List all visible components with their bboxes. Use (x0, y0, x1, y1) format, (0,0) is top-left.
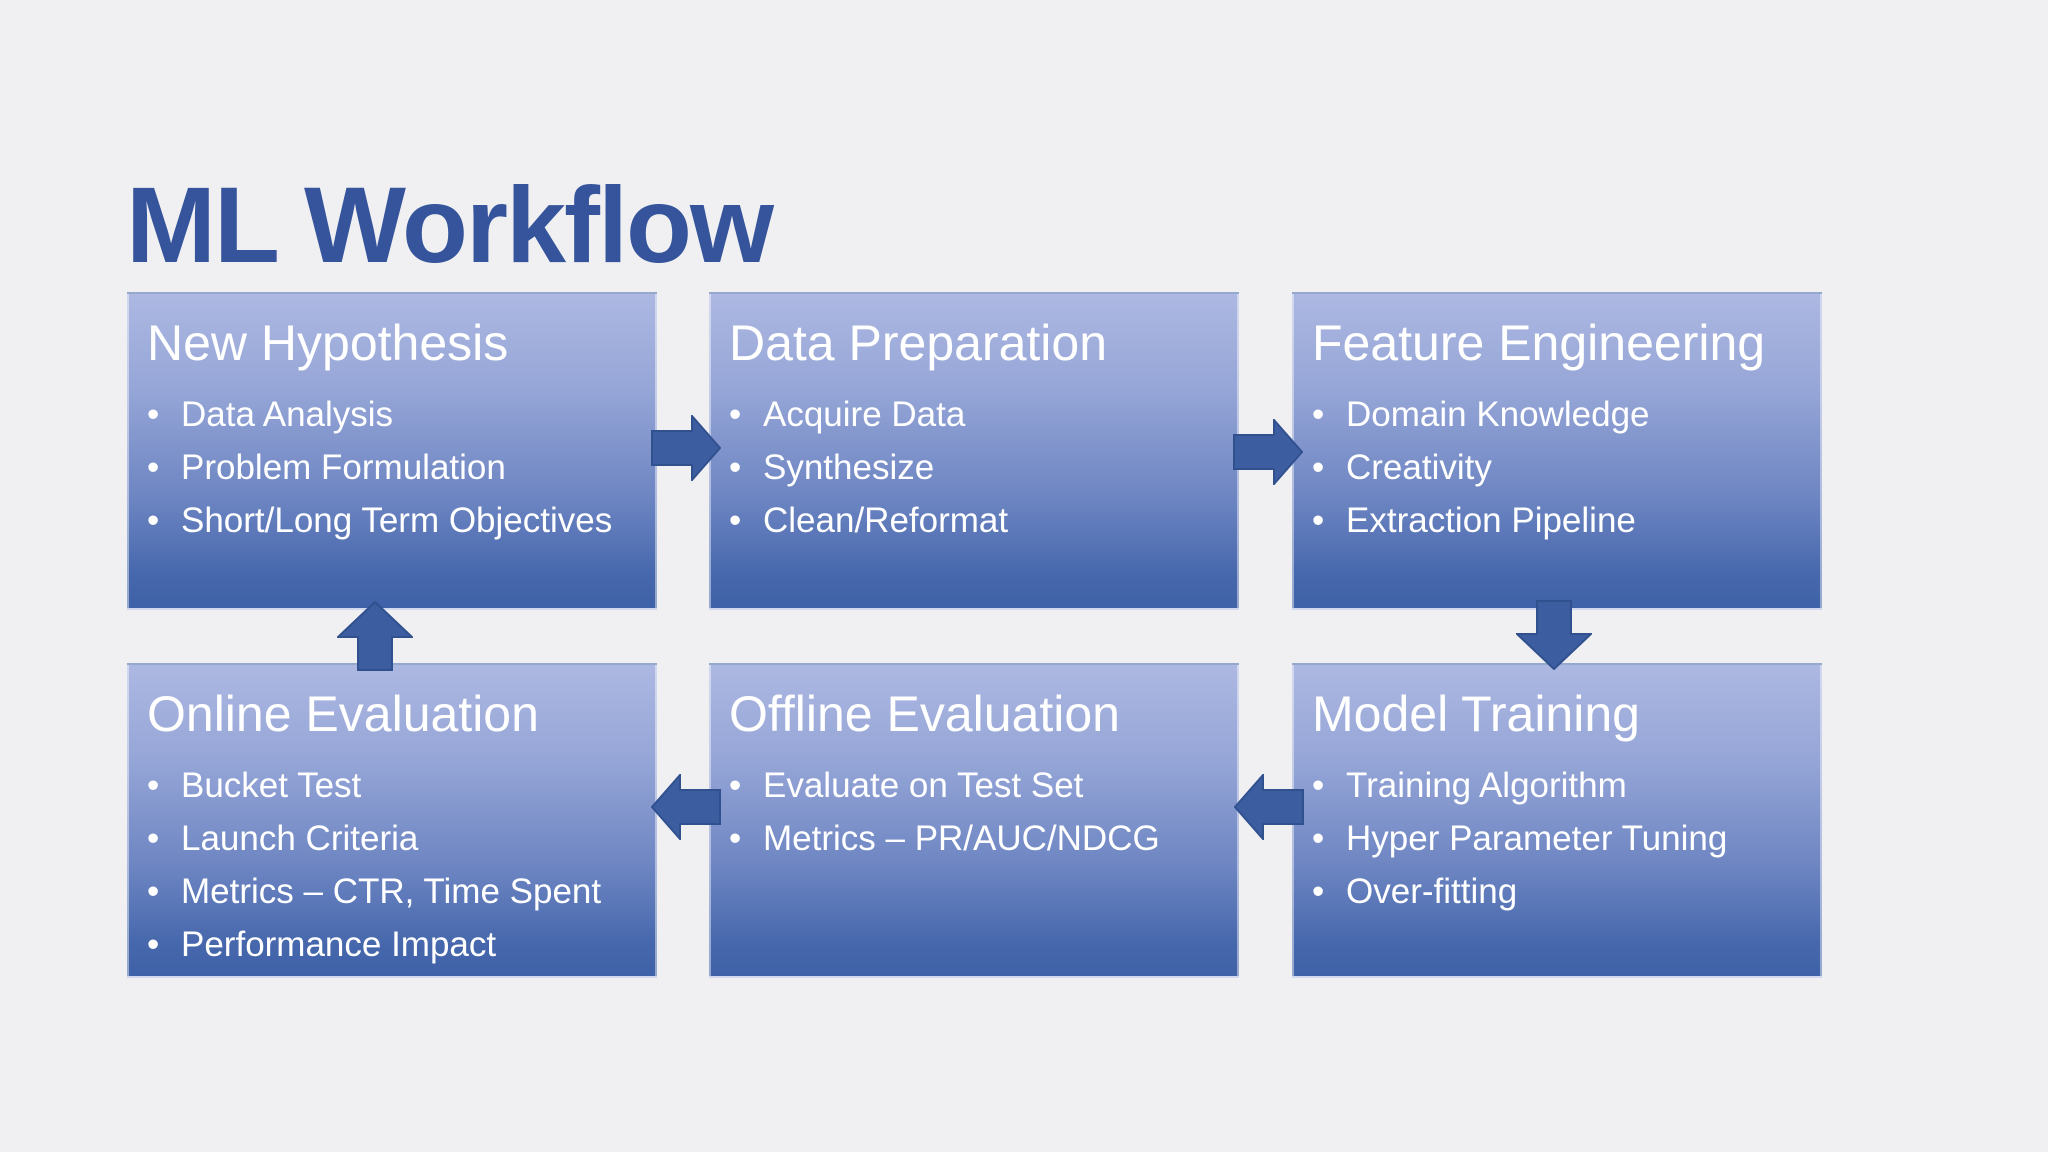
bullet-list: Training Algorithm Hyper Parameter Tunin… (1312, 759, 1802, 918)
box-title: Data Preparation (729, 315, 1108, 371)
bullet-item: Launch Criteria (147, 812, 637, 865)
bullet-item: Synthesize (729, 441, 1219, 494)
bullet-item: Extraction Pipeline (1312, 494, 1802, 547)
box-data-preparation: Data Preparation Acquire Data Synthesize… (709, 292, 1239, 610)
bullet-item: Acquire Data (729, 388, 1219, 441)
bullet-item: Evaluate on Test Set (729, 759, 1219, 812)
arrow-feature-engineering-to-model-training-icon (1516, 600, 1592, 670)
bullet-list: Bucket Test Launch Criteria Metrics – CT… (147, 759, 637, 971)
bullet-item: Problem Formulation (147, 441, 637, 494)
bullet-item: Metrics – CTR, Time Spent (147, 865, 637, 918)
arrow-new-hypothesis-to-data-preparation-icon (651, 415, 721, 481)
bullet-list: Data Analysis Problem Formulation Short/… (147, 388, 637, 547)
bullet-list: Evaluate on Test Set Metrics – PR/AUC/ND… (729, 759, 1219, 865)
bullet-item: Bucket Test (147, 759, 637, 812)
bullet-item: Metrics – PR/AUC/NDCG (729, 812, 1219, 865)
bullet-item: Training Algorithm (1312, 759, 1802, 812)
bullet-item: Over-fitting (1312, 865, 1802, 918)
arrow-data-preparation-to-feature-engineering-icon (1233, 419, 1303, 485)
bullet-item: Performance Impact (147, 918, 637, 971)
box-online-evaluation: Online Evaluation Bucket Test Launch Cri… (127, 663, 657, 978)
box-model-training: Model Training Training Algorithm Hyper … (1292, 663, 1822, 978)
arrow-model-training-to-offline-evaluation-icon (1234, 774, 1304, 840)
bullet-item: Hyper Parameter Tuning (1312, 812, 1802, 865)
box-title: New Hypothesis (147, 315, 509, 371)
box-feature-engineering: Feature Engineering Domain Knowledge Cre… (1292, 292, 1822, 610)
box-title: Offline Evaluation (729, 686, 1120, 742)
box-title: Online Evaluation (147, 686, 539, 742)
bullet-item: Short/Long Term Objectives (147, 494, 637, 547)
arrow-offline-evaluation-to-online-evaluation-icon (651, 774, 721, 840)
box-new-hypothesis: New Hypothesis Data Analysis Problem For… (127, 292, 657, 610)
box-title: Model Training (1312, 686, 1640, 742)
bullet-list: Acquire Data Synthesize Clean/Reformat (729, 388, 1219, 547)
box-title: Feature Engineering (1312, 315, 1766, 371)
box-offline-evaluation: Offline Evaluation Evaluate on Test Set … (709, 663, 1239, 978)
bullet-item: Clean/Reformat (729, 494, 1219, 547)
bullet-list: Domain Knowledge Creativity Extraction P… (1312, 388, 1802, 547)
bullet-item: Data Analysis (147, 388, 637, 441)
bullet-item: Domain Knowledge (1312, 388, 1802, 441)
arrow-online-evaluation-to-new-hypothesis-icon (337, 601, 413, 671)
page-title: ML Workflow (126, 164, 774, 286)
bullet-item: Creativity (1312, 441, 1802, 494)
